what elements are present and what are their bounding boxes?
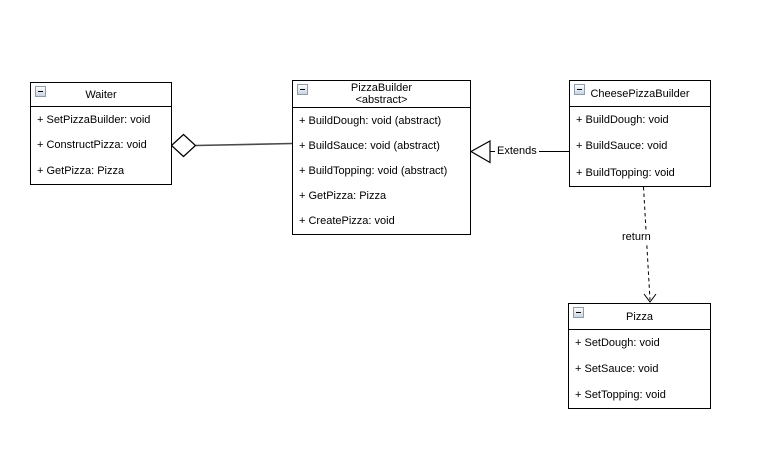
method-row: + BuildSauce: void [576, 140, 668, 153]
method-row: + ConstructPizza: void [37, 139, 147, 152]
method-row: + BuildTopping: void [576, 166, 675, 179]
return-label: return [620, 231, 653, 243]
collapse-icon[interactable] [297, 84, 308, 95]
method-row: + BuildDough: void (abstract) [299, 114, 442, 127]
class-cheesepizzabuilder-members: + BuildDough: void + BuildSauce: void + … [570, 107, 710, 186]
collapse-icon[interactable] [35, 86, 46, 97]
class-cheesepizzabuilder[interactable]: CheesePizzaBuilder + BuildDough: void + … [569, 80, 711, 187]
class-pizza[interactable]: Pizza + SetDough: void + SetSauce: void … [568, 303, 711, 409]
method-row: + GetPizza: Pizza [37, 165, 125, 178]
class-pizzabuilder[interactable]: PizzaBuilder <abstract> + BuildDough: vo… [292, 80, 471, 235]
return-connector[interactable] [643, 186, 651, 301]
extends-label: Extends [495, 145, 539, 157]
minus-glyph [577, 89, 582, 90]
method-row: + BuildTopping: void (abstract) [299, 164, 448, 177]
collapse-icon[interactable] [574, 84, 585, 95]
aggregation-diamond-icon[interactable] [170, 133, 197, 158]
minus-glyph [576, 312, 581, 313]
method-row: + SetPizzaBuilder: void [37, 113, 151, 126]
class-cheesepizzabuilder-header: CheesePizzaBuilder [570, 81, 710, 107]
class-waiter[interactable]: Waiter + SetPizzaBuilder: void + Constru… [30, 82, 172, 185]
method-row: + CreatePizza: void [299, 215, 395, 228]
return-open-arrowhead-icon[interactable] [643, 293, 657, 303]
class-pizzabuilder-stereotype: <abstract> [355, 94, 408, 106]
class-pizza-header: Pizza [569, 304, 710, 330]
class-pizza-title: Pizza [626, 310, 653, 323]
class-pizzabuilder-title: PizzaBuilder [350, 82, 413, 94]
class-waiter-header: Waiter [31, 83, 171, 107]
minus-glyph [38, 91, 43, 92]
class-pizzabuilder-header: PizzaBuilder <abstract> [293, 81, 470, 108]
method-row: + SetDough: void [575, 337, 660, 349]
method-row: + BuildDough: void [576, 114, 669, 127]
class-cheesepizzabuilder-title: CheesePizzaBuilder [590, 87, 690, 100]
minus-glyph [300, 89, 305, 90]
method-row: + SetTopping: void [575, 389, 666, 401]
method-row: + SetSauce: void [575, 363, 659, 375]
class-pizza-members: + SetDough: void + SetSauce: void + SetT… [569, 330, 710, 408]
class-waiter-members: + SetPizzaBuilder: void + ConstructPizza… [31, 107, 171, 184]
extends-triangle-arrowhead-icon[interactable] [469, 139, 491, 164]
class-pizzabuilder-members: + BuildDough: void (abstract) + BuildSau… [293, 108, 470, 234]
collapse-icon[interactable] [573, 307, 584, 318]
class-waiter-title: Waiter [85, 88, 117, 101]
aggregation-connector[interactable] [195, 142, 293, 147]
method-row: + GetPizza: Pizza [299, 190, 387, 203]
method-row: + BuildSauce: void (abstract) [299, 139, 440, 152]
